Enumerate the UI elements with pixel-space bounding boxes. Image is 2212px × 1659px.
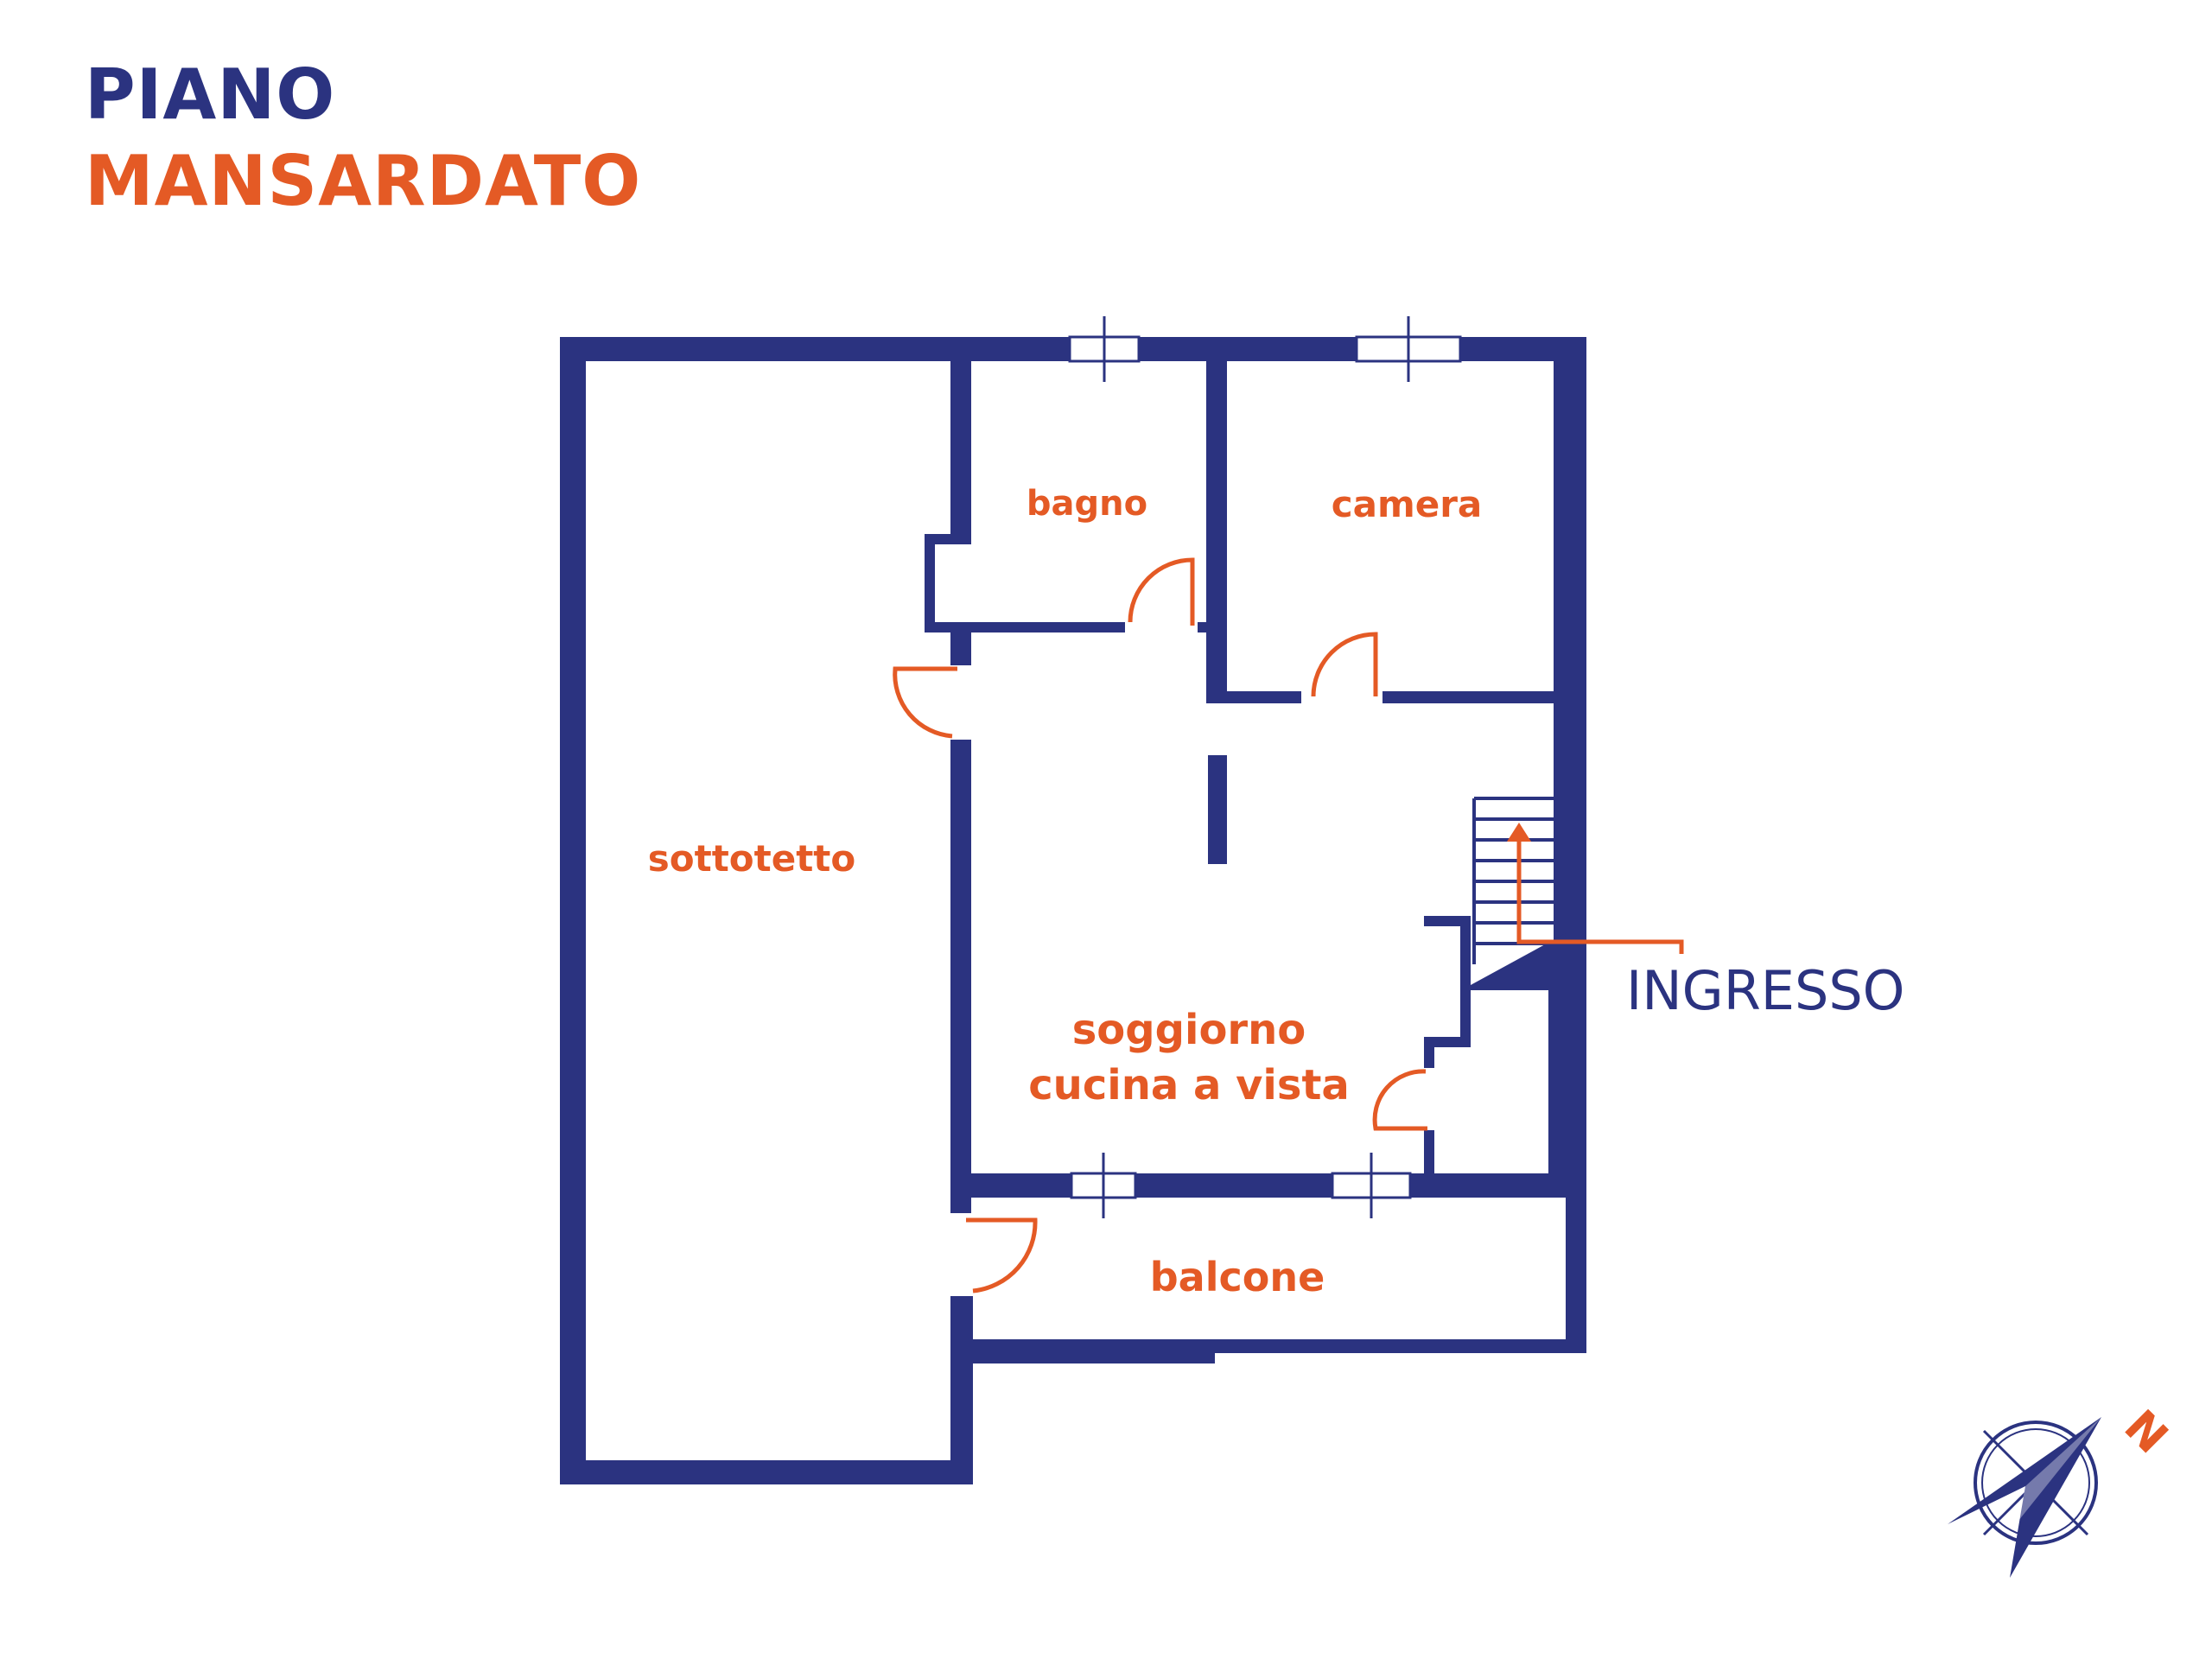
wall-partition-upper — [950, 361, 971, 541]
compass-icon: N — [1948, 1401, 2177, 1578]
wall-soggiorno-bottom-c — [1410, 1173, 1586, 1198]
door-closet — [1372, 1069, 1427, 1131]
wall-closet-right — [1548, 990, 1566, 1194]
room-label-bagno: bagno — [1027, 484, 1147, 524]
room-label-sottotetto: sottotetto — [648, 837, 855, 880]
window-soggiorno-right — [1331, 1153, 1412, 1218]
room-label-camera: camera — [1332, 483, 1483, 525]
wall-partition-notch — [925, 534, 971, 544]
window-bagno — [1068, 316, 1141, 382]
wall-stair-step-v — [1424, 1037, 1434, 1068]
wall-closet-stub — [1424, 1130, 1434, 1175]
walls — [560, 337, 1586, 1484]
wall-partition-notch-v — [925, 534, 935, 631]
windows — [1068, 316, 1462, 1218]
doors — [893, 557, 1427, 1294]
entrance-arrow — [1516, 838, 1684, 954]
title-piano: PIANO — [85, 54, 336, 135]
wall-camera-bottom-left — [1206, 691, 1301, 703]
wall-stair-notch — [1424, 916, 1471, 926]
window-camera — [1355, 316, 1462, 382]
wall-partition-lower — [950, 740, 971, 1213]
door-camera — [1311, 632, 1378, 697]
door-bagno — [1128, 557, 1195, 626]
wall-right-upper — [1554, 337, 1569, 950]
wall-camera-bottom-right — [1382, 691, 1560, 703]
wall-stair-step — [1424, 1037, 1471, 1047]
wall-bagno-camera — [1206, 361, 1227, 702]
room-label-cucina: cucina a vista — [1028, 1061, 1350, 1109]
entrance-label: INGRESSO — [1626, 959, 1904, 1022]
wall-soggiorno-bottom-a — [950, 1173, 1071, 1198]
door-balcone — [966, 1217, 1038, 1294]
room-label-balcone: balcone — [1150, 1254, 1325, 1300]
wall-top-left — [560, 337, 1070, 361]
compass-needle — [1948, 1417, 2101, 1578]
room-label-soggiorno: soggiorno — [1072, 1006, 1306, 1054]
window-soggiorno-left — [1070, 1153, 1137, 1218]
door-sottotetto — [893, 666, 957, 739]
wall-column — [1208, 755, 1227, 864]
wall-sottotetto-right-lower — [950, 1296, 973, 1484]
stair-landing — [1471, 933, 1566, 990]
wall-balcone-bottom-thick — [971, 1341, 1215, 1363]
wall-right-outer — [1566, 337, 1586, 1353]
wall-soggiorno-bottom-b — [1135, 1173, 1332, 1198]
entrance-arrow-head — [1507, 823, 1531, 842]
wall-partition-mid — [950, 631, 971, 665]
staircase — [1472, 797, 1554, 964]
wall-bagno-door-stub — [1198, 622, 1210, 632]
wall-top-mid — [1139, 337, 1357, 361]
compass-north-label: N — [2114, 1401, 2177, 1464]
wall-left — [560, 337, 586, 1484]
title-mansardato: MANSARDATO — [85, 141, 642, 221]
wall-bagno-bottom — [925, 622, 1125, 632]
wall-bottom-sottotetto — [560, 1460, 973, 1484]
wall-stair-left — [1460, 916, 1471, 1047]
